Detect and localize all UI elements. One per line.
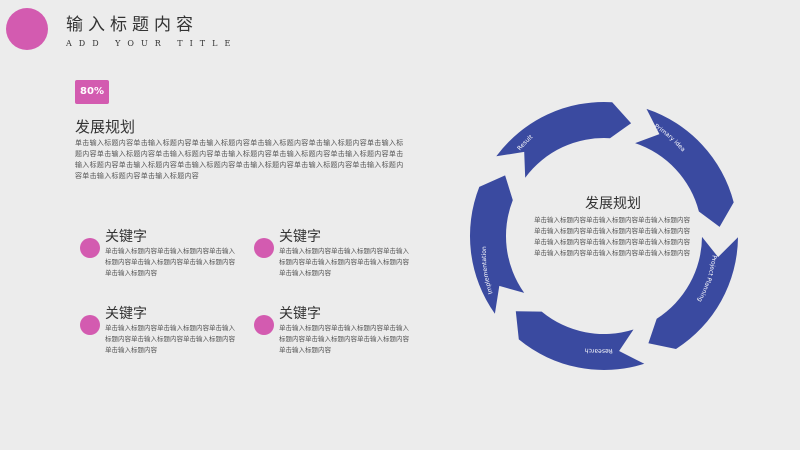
keyword-dot: [254, 315, 274, 335]
cycle-segment: [496, 101, 632, 178]
decorative-circle: [6, 8, 48, 50]
cycle-segment: [648, 236, 738, 349]
cycle-center-body: 单击输入标题内容单击输入标题内容单击输入标题内容单击输入标题内容单击输入标题内容…: [534, 216, 690, 257]
keyword-dot: [254, 238, 274, 258]
page-subtitle: ADD YOUR TITLE: [66, 39, 238, 48]
cycle-center-heading: 发展规划: [585, 196, 641, 212]
cycle-segment-label: Research: [584, 346, 613, 354]
percent-badge: 80%: [75, 80, 109, 104]
cycle-segment: [635, 108, 734, 227]
keyword-title: 关键字: [279, 306, 321, 322]
keyword-body: 单击输入标题内容单击输入标题内容单击输入标题内容单击输入标题内容单击输入标题内容…: [105, 247, 235, 277]
keyword-title: 关键字: [279, 229, 321, 245]
keyword-body: 单击输入标题内容单击输入标题内容单击输入标题内容单击输入标题内容单击输入标题内容…: [105, 324, 235, 354]
cycle-segment: [469, 175, 525, 314]
keyword-dot: [80, 238, 100, 258]
keyword-title: 关键字: [105, 306, 147, 322]
plan-heading: 发展规划: [75, 118, 136, 136]
keyword-dot: [80, 315, 100, 335]
keyword-body: 单击输入标题内容单击输入标题内容单击输入标题内容单击输入标题内容单击输入标题内容…: [279, 247, 409, 277]
keyword-title: 关键字: [105, 229, 147, 245]
page-title: 输入标题内容: [66, 15, 198, 35]
cycle-segment: [515, 311, 645, 370]
keyword-body: 单击输入标题内容单击输入标题内容单击输入标题内容单击输入标题内容单击输入标题内容…: [279, 324, 409, 354]
plan-body: 单击输入标题内容单击输入标题内容单击输入标题内容单击输入标题内容单击输入标题内容…: [75, 139, 404, 180]
